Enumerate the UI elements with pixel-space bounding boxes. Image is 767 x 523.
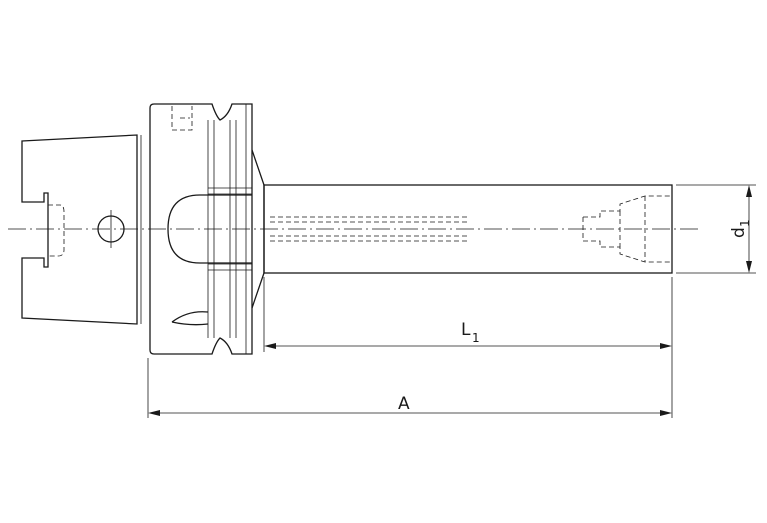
L1-label: L	[461, 320, 471, 340]
dimension-L1: L 1	[263, 277, 673, 418]
A-label: A	[398, 394, 410, 414]
L1-subscript: 1	[472, 331, 480, 345]
flange-collar	[149, 103, 253, 355]
hsk-taper-shank	[21, 134, 142, 325]
d1-label: d	[729, 227, 749, 238]
dimension-d1: d 1	[676, 184, 756, 274]
dimension-A: A	[147, 358, 672, 418]
d1-subscript: 1	[738, 219, 752, 227]
